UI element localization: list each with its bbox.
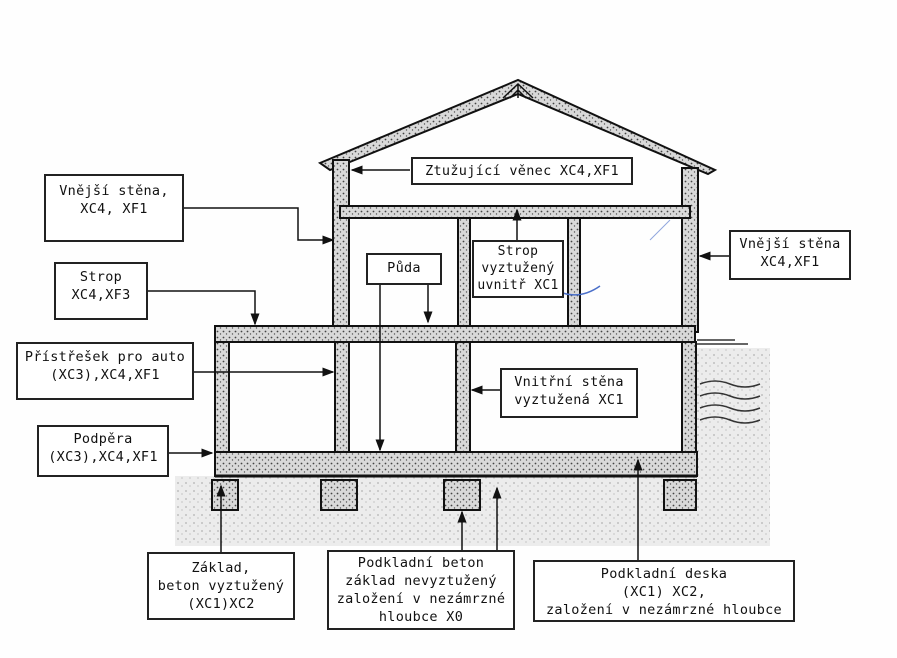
label-subbase-concrete: Podkladní beton základ nevyztužený založ… [327, 550, 515, 630]
leader-lines [146, 165, 730, 562]
ground-wall-left [334, 341, 350, 455]
upper-column-2 [567, 217, 581, 333]
label-text: XC4,XF3 [71, 287, 131, 303]
footing-4 [663, 479, 697, 511]
terrain-waves [699, 380, 761, 424]
label-foundation: Základ, beton vyztužený (XC1)XC2 [147, 552, 295, 620]
label-text: Vnější stěna [739, 236, 841, 252]
ground-wall-inner [455, 341, 471, 455]
ground-wall-right [681, 341, 697, 455]
footing-3 [443, 479, 481, 511]
footing-1 [211, 479, 239, 511]
terrain-right [697, 348, 770, 546]
label-subbase-slab: Podkladní deska (XC1) XC2, založení v ne… [533, 560, 795, 622]
label-ceiling-inner: Strop vyztužený uvnitř XC1 [472, 240, 564, 298]
terrain-edge [697, 339, 748, 345]
label-carport: Přístřešek pro auto (XC3),XC4,XF1 [16, 342, 194, 400]
label-ring-beam: Ztužující věnec XC4,XF1 [411, 157, 633, 185]
pen-mark [649, 219, 671, 241]
label-exterior-wall-right: Vnější stěna XC4,XF1 [729, 230, 851, 280]
label-text: Základ, [191, 560, 251, 576]
label-text: Půda [387, 260, 421, 276]
upper-ceiling [339, 205, 691, 219]
label-text: Vnější stěna, [59, 183, 169, 199]
label-text: (XC1) XC2, [621, 584, 707, 600]
label-attic: Půda [366, 253, 442, 285]
label-exterior-wall-left: Vnější stěna, XC4, XF1 [44, 174, 184, 242]
footing-2 [320, 479, 358, 511]
roof [317, 78, 718, 176]
floor-slab [214, 325, 696, 343]
label-text: Podpěra [73, 431, 133, 447]
upper-wall-left [332, 159, 350, 333]
label-text: Podkladní deska [600, 566, 728, 582]
label-text: hloubce X0 [378, 609, 464, 625]
label-text: XC4, XF1 [80, 201, 148, 217]
label-text: (XC1)XC2 [187, 596, 255, 612]
roof-truss [502, 82, 534, 99]
upper-wall-right [681, 167, 699, 333]
label-text: beton vyztužený [157, 578, 285, 594]
label-text: Strop [79, 269, 123, 285]
base-slab [214, 451, 698, 477]
label-text: (XC3),XC4,XF1 [48, 449, 158, 465]
label-text: (XC3),XC4,XF1 [50, 367, 160, 383]
label-text: XC4,XF1 [760, 254, 820, 270]
label-text: Podkladní beton [357, 555, 485, 571]
label-text: základ nevyztužený [345, 573, 497, 589]
label-text: Vnitřní stěna [514, 374, 624, 390]
label-text: Strop [497, 244, 539, 259]
label-interior-wall: Vnitřní stěna vyztužená XC1 [500, 368, 638, 418]
upper-column-1 [457, 217, 471, 333]
carport-post [214, 341, 230, 455]
label-text: vyztužená XC1 [514, 392, 624, 408]
label-text: uvnitř XC1 [477, 278, 559, 293]
label-text: Přístřešek pro auto [24, 349, 186, 365]
label-ceiling-left: Strop XC4,XF3 [54, 262, 148, 320]
label-text: založení v nezámrzné hloubce [546, 602, 782, 618]
label-support: Podpěra (XC3),XC4,XF1 [37, 425, 169, 477]
label-text: Ztužující věnec XC4,XF1 [425, 163, 619, 179]
label-text: založení v nezámrzné [336, 591, 506, 607]
label-text: vyztužený [481, 261, 555, 276]
